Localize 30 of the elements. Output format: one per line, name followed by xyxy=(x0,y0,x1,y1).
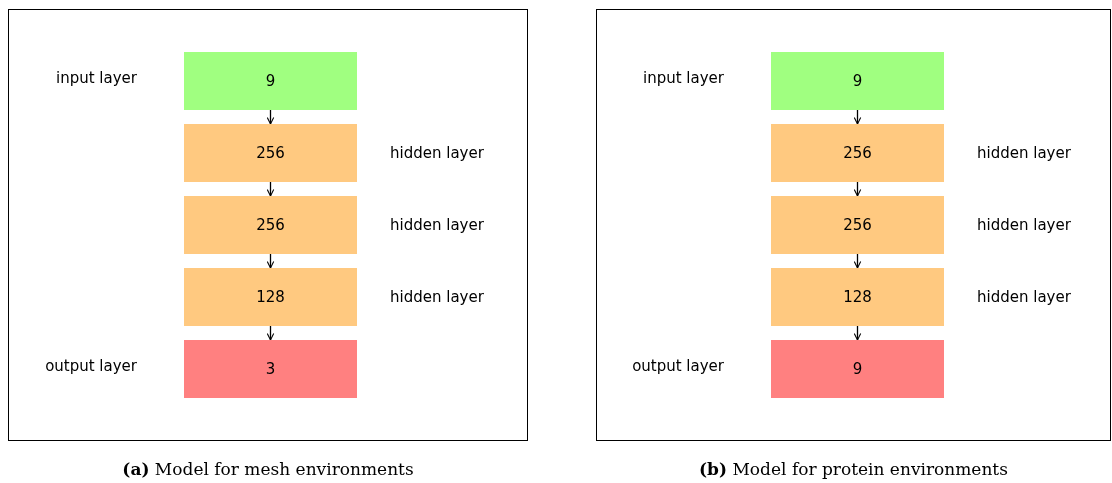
layer-label: hidden layer xyxy=(390,144,484,162)
layer-size: 3 xyxy=(265,360,276,378)
layer-label: input layer xyxy=(643,69,724,88)
layer-label: output layer xyxy=(632,357,724,376)
layer-label: input layer xyxy=(56,69,137,88)
arrow xyxy=(266,109,275,125)
layer-label: hidden layer xyxy=(977,288,1071,306)
arrow xyxy=(853,325,862,341)
layer-size: 256 xyxy=(256,216,285,234)
layer-label: hidden layer xyxy=(390,288,484,306)
layer-label: hidden layer xyxy=(977,144,1071,162)
arrow xyxy=(266,181,275,197)
layer-size: 9 xyxy=(852,360,863,378)
layer-size: 128 xyxy=(843,288,872,306)
layer-size: 256 xyxy=(256,144,285,162)
layer-label: hidden layer xyxy=(390,216,484,234)
panel-caption: (b) Model for protein environments xyxy=(699,459,1008,479)
panel-caption: (a) Model for mesh environments xyxy=(122,459,414,479)
arrow xyxy=(266,325,275,341)
layer-size: 9 xyxy=(852,72,863,90)
layer-size: 9 xyxy=(265,72,276,90)
layer-size: 256 xyxy=(843,144,872,162)
arrow xyxy=(853,181,862,197)
arrow xyxy=(266,253,275,269)
layer-label: hidden layer xyxy=(977,216,1071,234)
layer-label: output layer xyxy=(45,357,137,376)
layer-size: 256 xyxy=(843,216,872,234)
arrow xyxy=(853,253,862,269)
arrow xyxy=(853,109,862,125)
layer-size: 128 xyxy=(256,288,285,306)
